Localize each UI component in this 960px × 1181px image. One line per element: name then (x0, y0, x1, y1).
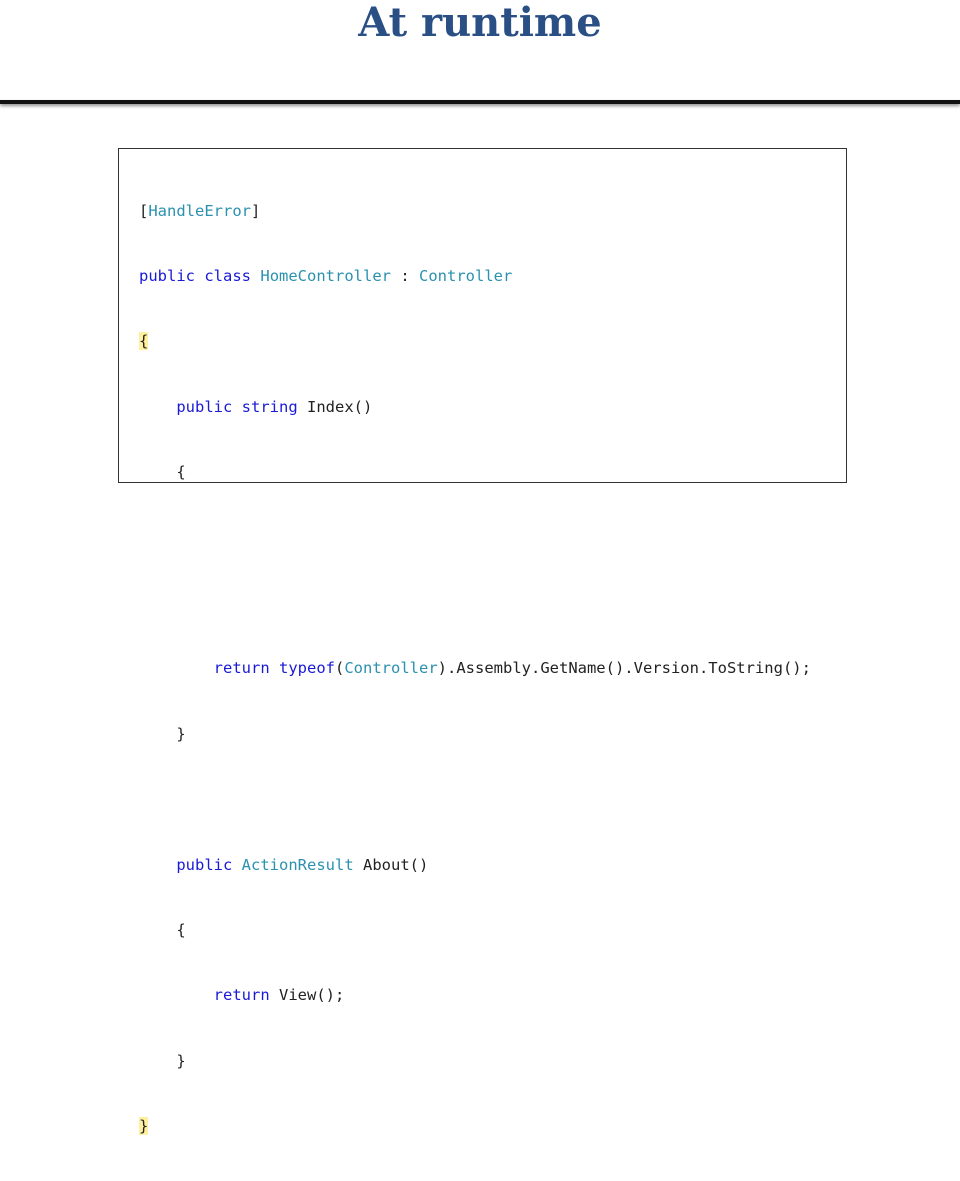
view-call: View(); (269, 986, 345, 1005)
keyword-public: public (176, 855, 233, 874)
about-signature: About() (353, 855, 429, 874)
return-expression: ).Assembly.GetName().Version.ToString(); (437, 659, 811, 678)
code-line-4: public string Index() (139, 397, 811, 419)
base-class-name: Controller (419, 266, 513, 285)
code-line-14: } (139, 1051, 811, 1073)
keyword-return: return (213, 986, 270, 1005)
code-line-5: { (139, 462, 811, 484)
index-signature: Index() (297, 397, 373, 416)
keyword-class: class (204, 266, 252, 285)
code-lines: [HandleError] public class HomeControlle… (139, 157, 811, 1181)
code-line-11: public ActionResult About() (139, 855, 811, 877)
code-line-12: { (139, 920, 811, 942)
code-line-2: public class HomeController : Controller (139, 266, 811, 288)
return-type-actionresult: ActionResult (241, 855, 354, 874)
code-line-15: } (139, 1116, 811, 1138)
code-line-9: } (139, 724, 811, 746)
about-close-brace: } (176, 1051, 186, 1070)
title-divider (0, 100, 960, 104)
index-close-brace: } (176, 724, 186, 743)
typeof-open-paren: ( (335, 659, 345, 678)
slide-title: At runtime (358, 0, 602, 46)
class-open-brace: { (139, 332, 149, 351)
code-line-8: return typeof(Controller).Assembly.GetNa… (139, 658, 811, 680)
keyword-return: return (213, 659, 270, 678)
keyword-public: public (139, 266, 195, 285)
about-open-brace: { (176, 920, 186, 939)
class-name: HomeController (260, 266, 392, 285)
code-line-7-blank (139, 593, 811, 615)
code-line-10-blank (139, 789, 811, 811)
index-open-brace: { (176, 463, 186, 482)
attribute-name: HandleError (148, 201, 251, 220)
keyword-public: public (176, 397, 233, 416)
keyword-typeof: typeof (279, 659, 335, 678)
code-line-13: return View(); (139, 985, 811, 1007)
typeof-argument: Controller (344, 659, 438, 678)
code-line-1: [HandleError] (139, 201, 811, 223)
class-close-brace: } (139, 1117, 149, 1136)
keyword-string: string (241, 397, 298, 416)
inheritance-colon: : (391, 266, 420, 285)
attr-close-bracket: ] (251, 201, 261, 220)
code-line-6-blank (139, 528, 811, 550)
attr-open-bracket: [ (139, 201, 149, 220)
code-snippet-panel: [HandleError] public class HomeControlle… (118, 148, 847, 1136)
code-line-3: { (139, 331, 811, 353)
